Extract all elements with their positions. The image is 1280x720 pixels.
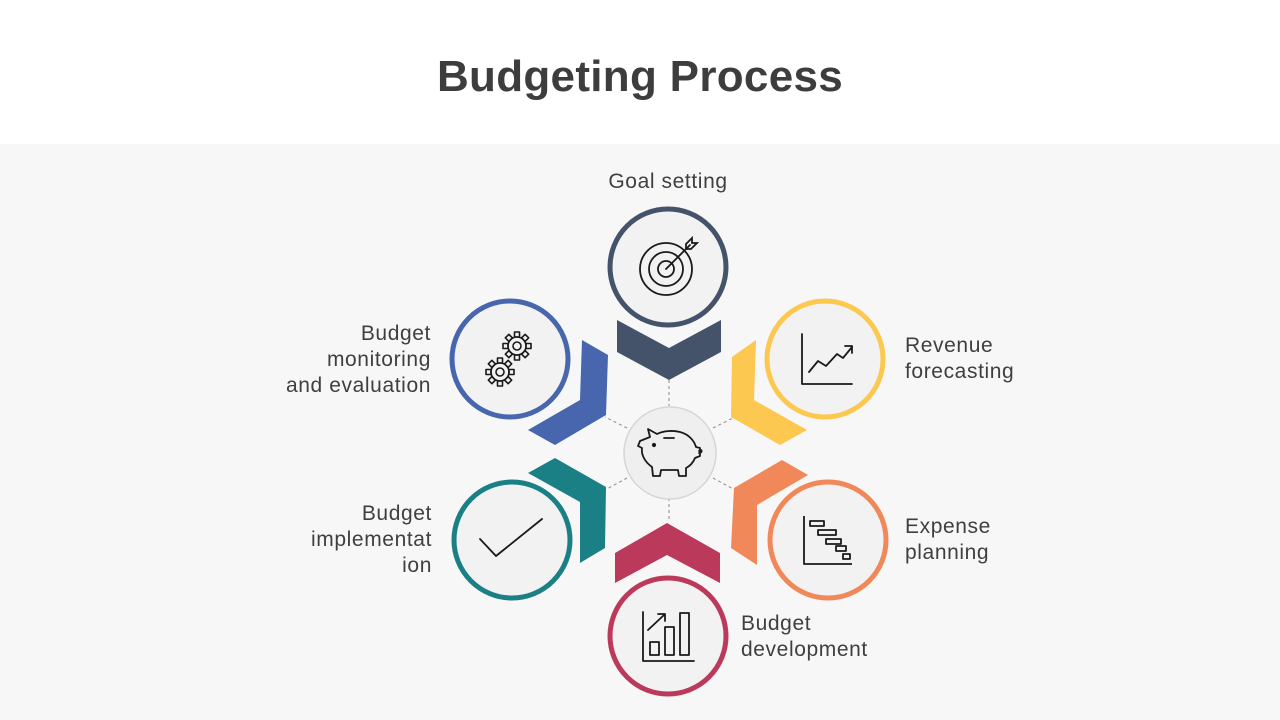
- gears-icon: [485, 331, 532, 387]
- gantt-chart-icon: [803, 516, 852, 565]
- dashed-connectors: [604, 380, 736, 522]
- implementation-label: Budget implementat ion: [311, 502, 432, 577]
- step-monitoring: [449, 298, 571, 420]
- goal-chevron: [617, 320, 721, 380]
- target-icon: [639, 235, 700, 296]
- step-revenue: [764, 298, 886, 420]
- implementation-chevron: [528, 458, 606, 563]
- revenue-chevron: [731, 340, 807, 445]
- development-chevron: [615, 523, 720, 583]
- header-band: [0, 0, 1280, 144]
- page-title: Budgeting Process: [436, 52, 844, 101]
- step-development: [607, 575, 729, 697]
- development-label: Budget development: [741, 612, 868, 661]
- revenue-label: Revenue forecasting: [905, 334, 1015, 383]
- expense-chevron: [731, 460, 808, 565]
- center-node: [623, 406, 717, 500]
- monitoring-label: Budget monitoring and evaluation: [285, 322, 431, 397]
- goal-label: Goal setting: [608, 170, 728, 193]
- expense-circle: [767, 479, 889, 601]
- monitoring-chevron: [528, 340, 608, 445]
- step-goal: [607, 206, 729, 328]
- piggy-bank-icon: [637, 428, 703, 477]
- implementation-circle: [451, 479, 573, 601]
- checkmark-icon: [479, 518, 543, 557]
- step-implementation: [451, 479, 573, 601]
- development-circle: [607, 575, 729, 697]
- bar-chart-icon: [642, 611, 695, 662]
- step-expense: [767, 479, 889, 601]
- revenue-circle: [764, 298, 886, 420]
- expense-label: Expense planning: [905, 515, 991, 564]
- line-chart-icon: [801, 333, 853, 385]
- monitoring-circle: [449, 298, 571, 420]
